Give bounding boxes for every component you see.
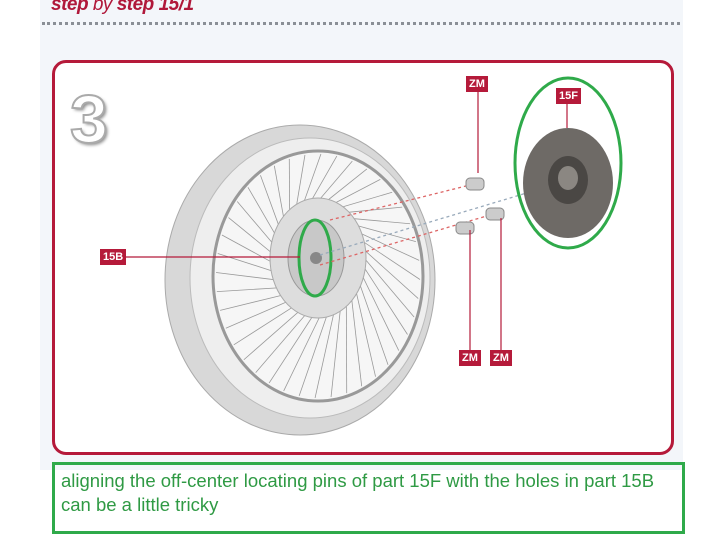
highlight-ellipse-15f (513, 76, 623, 250)
step-number: 3 (69, 80, 109, 158)
spoke (355, 273, 389, 365)
part-15f-disc (523, 128, 613, 238)
leader-lines (125, 92, 568, 350)
screws (455, 177, 505, 235)
label-part-15b: 15B (100, 249, 127, 265)
spoke (228, 217, 279, 259)
dotted-divider (42, 22, 680, 25)
spoke (268, 307, 319, 384)
spoke (330, 298, 342, 398)
spoke (255, 307, 313, 373)
spoke (283, 307, 325, 392)
label-zm-bottom-right: ZM (490, 350, 512, 366)
spoke (220, 292, 290, 311)
wheel (164, 124, 436, 436)
spoke (298, 305, 331, 397)
spoke (215, 272, 283, 282)
spoke (357, 265, 400, 351)
header-title: step by step 15/1 (51, 0, 194, 15)
highlight-ellipse-15b (297, 218, 333, 298)
spoke (221, 234, 279, 267)
spoke (357, 257, 408, 335)
spoke (357, 249, 415, 318)
alignment-lines (319, 184, 531, 266)
spoke (243, 305, 306, 361)
spoke (353, 280, 376, 377)
spoke (216, 286, 286, 293)
spoke (233, 302, 301, 346)
spoke (349, 287, 363, 387)
label-zm-bottom-left: ZM (459, 350, 481, 366)
label-zm-top: ZM (466, 76, 488, 92)
caption-annotation: aligning the off-center locating pins of… (52, 462, 685, 534)
spoke (225, 298, 295, 329)
label-part-15f: 15F (556, 88, 581, 104)
spoke (314, 302, 337, 399)
